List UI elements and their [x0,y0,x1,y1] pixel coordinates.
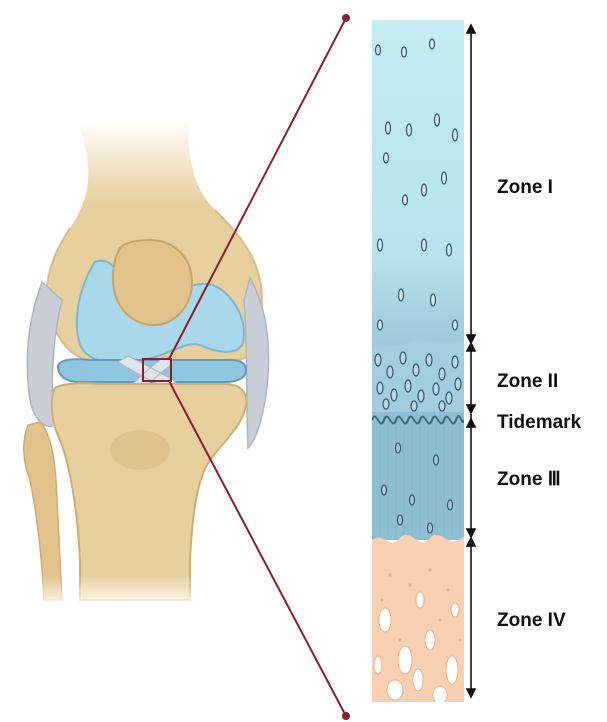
patella [113,240,192,325]
callout-dot-bottom [342,712,350,720]
zone-2-label: Zone II [497,372,558,391]
zone-1-label: Zone I [497,178,553,197]
zone-brackets [467,25,475,697]
medial-collateral-ligament [244,278,269,448]
callout-dot-top [342,14,350,22]
tidemark-label: Tidemark [497,413,581,432]
knee-joint-illustration [0,120,280,610]
zone-3-label: Zone Ⅲ [497,470,561,489]
zone-4-label: Zone IV [497,611,566,630]
cartilage-column [372,20,464,704]
